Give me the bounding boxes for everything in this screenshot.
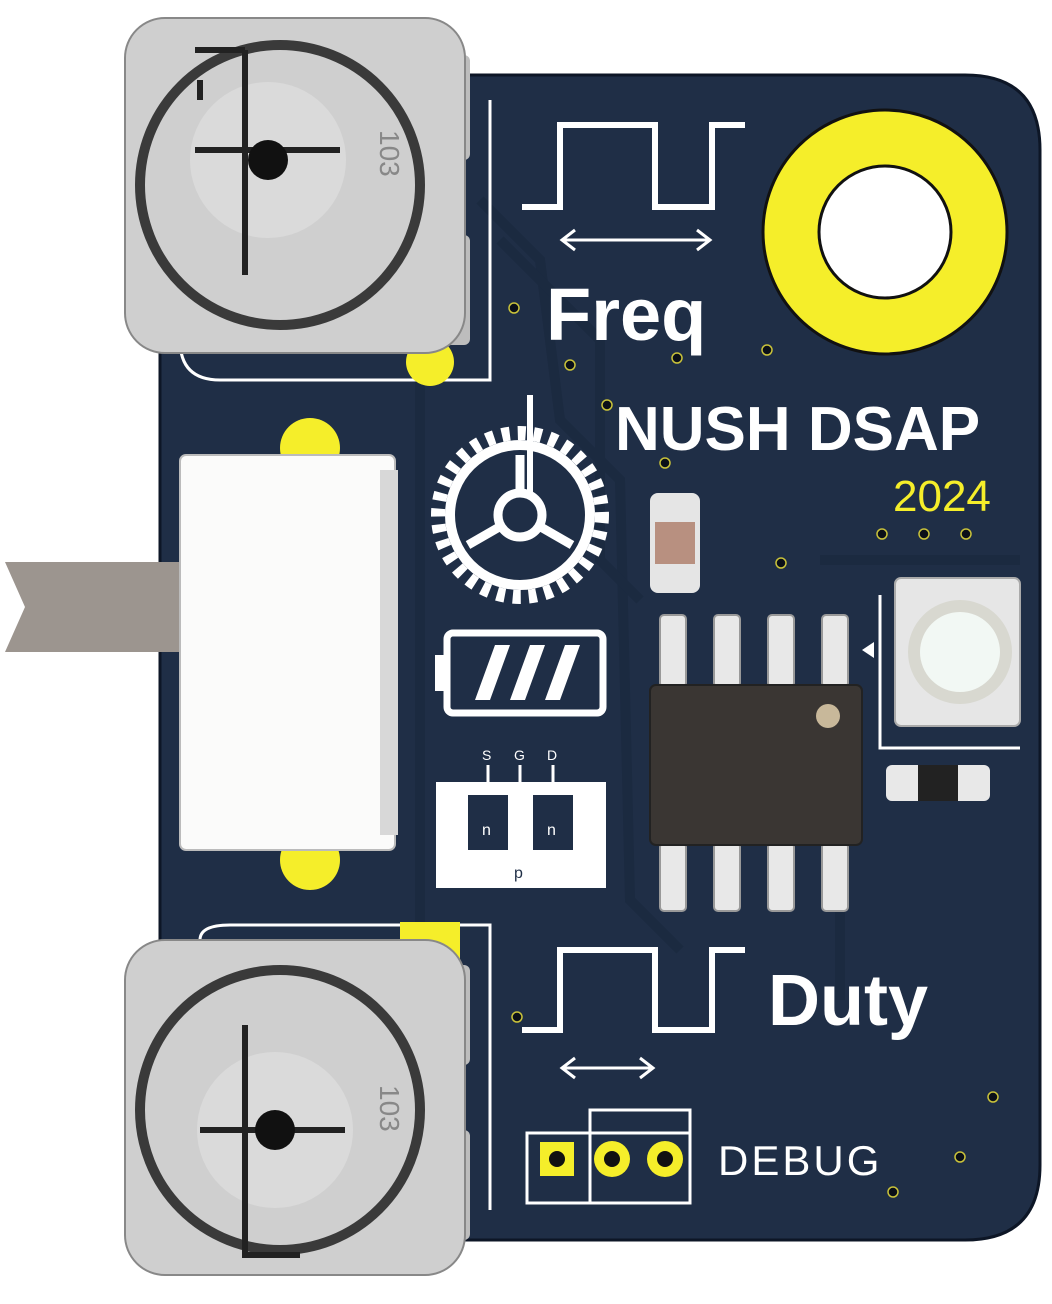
mosfet-region-n2: n bbox=[547, 822, 556, 839]
ic-chip bbox=[649, 614, 874, 912]
freq-waveform-icon bbox=[522, 122, 745, 252]
mosfet-diagram: S G D n n p bbox=[436, 747, 606, 888]
pot-marking-bottom: 103 bbox=[374, 1085, 405, 1132]
board-year: 2024 bbox=[893, 472, 991, 521]
pot-marking: 103 bbox=[374, 130, 405, 177]
duty-label: Duty bbox=[768, 961, 928, 1041]
battery-icon bbox=[435, 629, 607, 717]
led bbox=[878, 577, 1021, 750]
slide-switch[interactable] bbox=[5, 418, 398, 890]
debug-header bbox=[525, 1108, 692, 1205]
mosfet-region-n1: n bbox=[482, 822, 491, 839]
debug-label: DEBUG bbox=[718, 1137, 882, 1184]
vias bbox=[508, 302, 999, 1198]
duty-waveform-icon bbox=[522, 947, 745, 1080]
smd-diode bbox=[886, 765, 990, 801]
smd-resistor bbox=[650, 493, 700, 593]
pot-outline-bottom bbox=[198, 923, 492, 1210]
mounting-hole bbox=[761, 108, 1009, 356]
potentiometer-duty[interactable]: 103 bbox=[124, 939, 470, 1276]
gear-logo-icon bbox=[431, 395, 609, 604]
copper-traces bbox=[415, 196, 1020, 1000]
freq-label: Freq bbox=[546, 273, 706, 356]
mosfet-pin-d: D bbox=[547, 747, 557, 763]
mosfet-pin-g: G bbox=[514, 747, 525, 763]
potentiometer-freq[interactable]: 103 bbox=[124, 17, 470, 354]
mosfet-pin-s: S bbox=[482, 747, 491, 763]
board-title: NUSH DSAP bbox=[615, 395, 980, 464]
mosfet-region-p: p bbox=[514, 865, 523, 882]
